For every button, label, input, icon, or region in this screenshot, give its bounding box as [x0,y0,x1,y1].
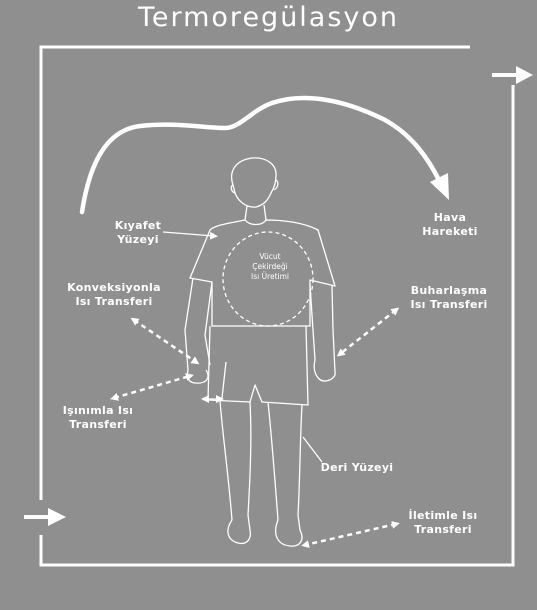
label-line: Vücut [232,252,308,262]
label-line: Hava [420,211,480,225]
label-line: Yüzeyi [102,233,174,247]
label-clothing-surface: Kıyafet Yüzeyi [102,219,174,247]
air-outflow-arrow [492,66,533,84]
air-movement-arrow [82,98,449,212]
label-line: Isı Transferi [396,298,502,312]
label-line: Kıyafet [102,219,174,233]
label-body-core: Vücut Çekirdeği Isı Üretimi [232,252,308,282]
label-line: Işınımla Isı [48,404,148,418]
label-conduction: İletimle Isı Transferi [398,509,488,537]
label-line: Isı Transferi [58,295,170,309]
conduction-arrow [305,524,396,545]
label-skin-surface: Deri Yüzeyi [312,461,402,475]
label-air-movement: Hava Hareketi [420,211,480,239]
label-evaporation: Buharlaşma Isı Transferi [396,284,502,312]
label-line: Isı Üretimi [232,272,308,282]
air-inflow-arrow [24,508,66,526]
label-line: İletimle Isı [398,509,488,523]
label-line: Çekirdeği [232,262,308,272]
label-line: Transferi [398,523,488,537]
label-line: Buharlaşma [396,284,502,298]
human-figure [185,158,335,546]
label-line: Transferi [48,418,148,432]
skin-pointer [303,437,322,462]
label-radiation: Işınımla Isı Transferi [48,404,148,432]
label-convection: Konveksiyonla Isı Transferi [58,281,170,309]
evaporation-arrow [340,310,396,354]
label-line: Hareketi [420,225,480,239]
label-line: Deri Yüzeyi [312,461,402,475]
convection-arrow [134,320,196,362]
radiation-arrow [114,376,190,398]
label-line: Konveksiyonla [58,281,170,295]
